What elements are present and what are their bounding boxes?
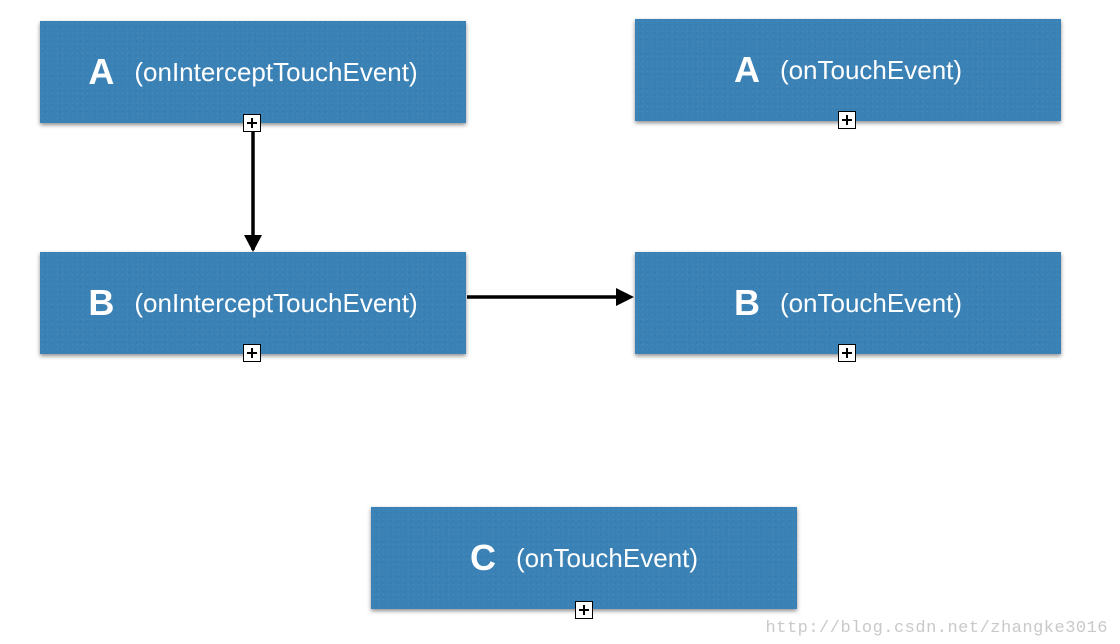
node-letter: B [88,282,115,323]
node-a-intercept: A (onInterceptTouchEvent) [40,21,466,123]
watermark-url: http://blog.csdn.net/zhangke3016 [765,619,1108,638]
arrowhead-right [616,288,634,306]
node-method: (onTouchEvent) [779,54,963,85]
node-c-touch: C (onTouchEvent) [371,507,797,609]
expand-icon[interactable] [838,111,856,129]
node-method: (onTouchEvent) [779,287,963,318]
expand-icon[interactable] [838,344,856,362]
node-letter: A [733,49,760,90]
node-method: (onInterceptTouchEvent) [134,56,418,87]
node-b-intercept: B (onInterceptTouchEvent) [40,252,466,354]
expand-icon[interactable] [243,344,261,362]
expand-icon[interactable] [243,114,261,132]
arrowhead-down [244,235,262,252]
node-method: (onInterceptTouchEvent) [134,287,418,318]
node-b-touch: B (onTouchEvent) [635,252,1061,354]
node-method: (onTouchEvent) [515,542,699,573]
expand-icon[interactable] [575,601,593,619]
node-letter: B [733,282,760,323]
node-a-touch: A (onTouchEvent) [635,19,1061,121]
node-letter: A [88,51,115,92]
node-letter: C [469,537,496,578]
